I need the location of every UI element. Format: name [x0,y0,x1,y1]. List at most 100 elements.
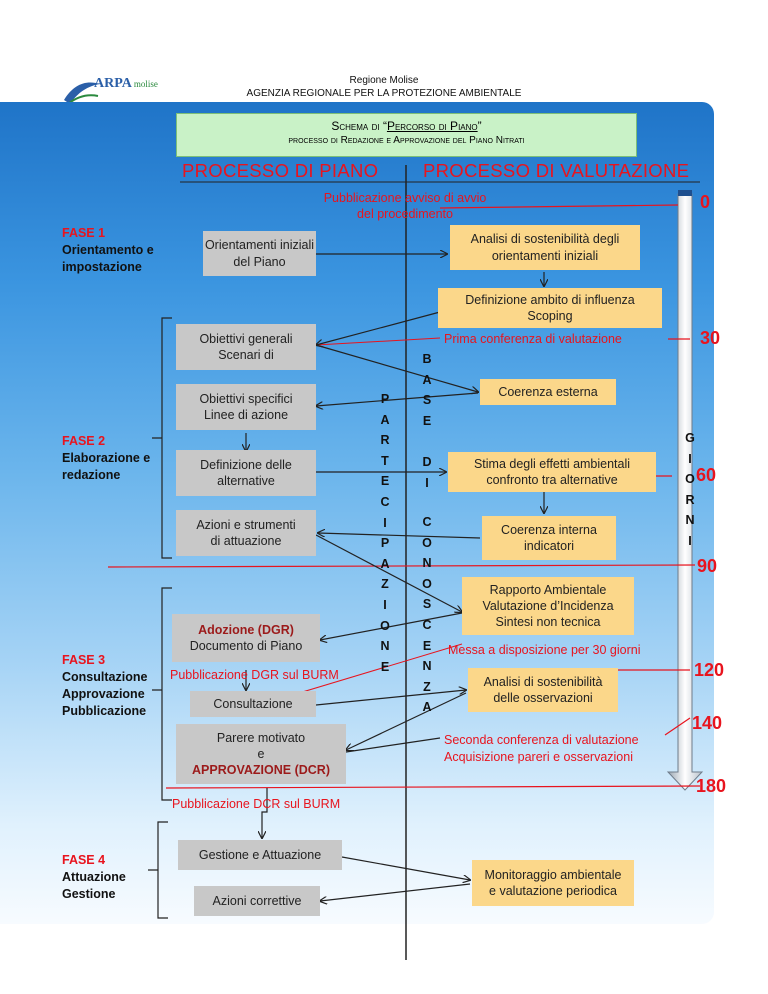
day-30: 30 [700,328,721,348]
vertical-letter: G [685,431,695,445]
day-180: 180 [696,776,727,796]
days-arrow-bar [666,193,704,791]
vertical-letter: A [422,700,432,715]
vertical-letter: N [422,659,432,674]
day-90: 90 [697,556,718,576]
vertical-letter: C [422,515,432,529]
vertical-letter: E [380,474,390,489]
arrow-coerenza-specifici [316,392,479,406]
arrow-gestione-monitoraggio [341,856,470,880]
prima-conf-connector [315,337,441,346]
box-gestione-attuazione: Gestione e Attuazione [178,840,342,870]
arrow-analisi-parere [346,692,467,750]
vertical-letter: P [380,536,390,551]
day-0: 0 [700,192,711,212]
vertical-letter: E [422,638,432,653]
vertical-letter: A [380,556,390,571]
day-140: 140 [692,713,723,733]
header-region: Regione Molise [349,75,419,86]
vertical-letter: N [422,556,432,571]
box-adozione: Adozione (DGR)Documento di Piano [172,614,320,662]
title-main: Schema di “Percorso di Piano” [331,119,482,133]
arrow-seconda-parere [345,737,441,753]
arrow-obiettivi-coerenza [315,344,478,392]
days-bar-cap [678,190,692,196]
vertical-letter: I [688,533,692,548]
box-consultazione: Consultazione [190,691,316,717]
vertical-letter: S [422,393,432,408]
vertical-letter: E [380,659,390,674]
vertical-letter: I [383,515,387,530]
vertical-letter: E [422,413,432,428]
arrow-monitoraggio-correttive [320,883,471,901]
phase-1: FASE 1 Orientamento e impostazione [62,226,154,274]
vertical-letter: P [380,392,390,406]
phase-3: FASE 3 Consultazione Approvazione Pubbli… [62,653,148,718]
arrow-parere-gestione [262,788,268,838]
day-140-line [664,717,691,736]
vertical-letter: A [380,412,390,427]
day-180-line [165,785,701,789]
column-header-plan: PROCESSO DI PIANO [182,160,379,181]
vertical-letter: T [381,453,389,468]
box-azioni-correttive: Azioni correttive [194,886,320,916]
arrow-ambito-obiettivi [316,311,441,345]
brace-fase-4 [148,821,168,919]
vertical-letter: N [380,639,390,654]
day-90-line [107,564,696,568]
brace-fase-2 [152,317,172,559]
title-subtitle: processo di Redazione e Approvazione del… [288,135,525,146]
arrow-coerenza-azioni [318,533,481,539]
vertical-letter: I [383,597,387,612]
vertical-letter: Z [381,577,389,592]
vertical-letter: R [685,492,695,507]
vertical-letter: O [380,618,390,633]
day-120: 120 [694,660,725,680]
brace-fase-3 [152,587,172,801]
phase-4: FASE 4 Attuazione Gestione [62,853,126,901]
vertical-letter: R [380,433,390,448]
label-pubblicazione-dgr: Pubblicazione DGR sul BURM [170,668,339,682]
header-agency: AGENZIA REGIONALE PER LA PROTEZIONE AMBI… [246,88,522,99]
vertical-letter: D [422,455,432,469]
label-prima-conferenza: Prima conferenza di valutazione [444,332,622,346]
label-messa-disposizione: Messa a disposizione per 30 giorni [448,643,641,657]
phase-2: FASE 2 Elaborazione e redazione [62,434,151,482]
vertical-letter: C [422,617,432,632]
vertical-letter: I [425,475,429,490]
label-pubblicazione-dcr: Pubblicazione DCR sul BURM [172,797,341,811]
vertical-letter: O [422,535,432,550]
vertical-letter: N [685,513,695,528]
vertical-letter: B [422,352,432,366]
vertical-letter: O [422,576,432,591]
vertical-letter: Z [423,679,431,694]
vertical-letter: S [422,597,432,612]
day-60: 60 [696,465,717,485]
title-box: Schema di “Percorso di Piano” processo d… [176,113,637,157]
vertical-letter: A [422,372,432,387]
arrow-consultazione-analisi [315,690,466,706]
vertical-letter: O [685,472,695,487]
arrow-rapporto-adozione [320,612,463,640]
